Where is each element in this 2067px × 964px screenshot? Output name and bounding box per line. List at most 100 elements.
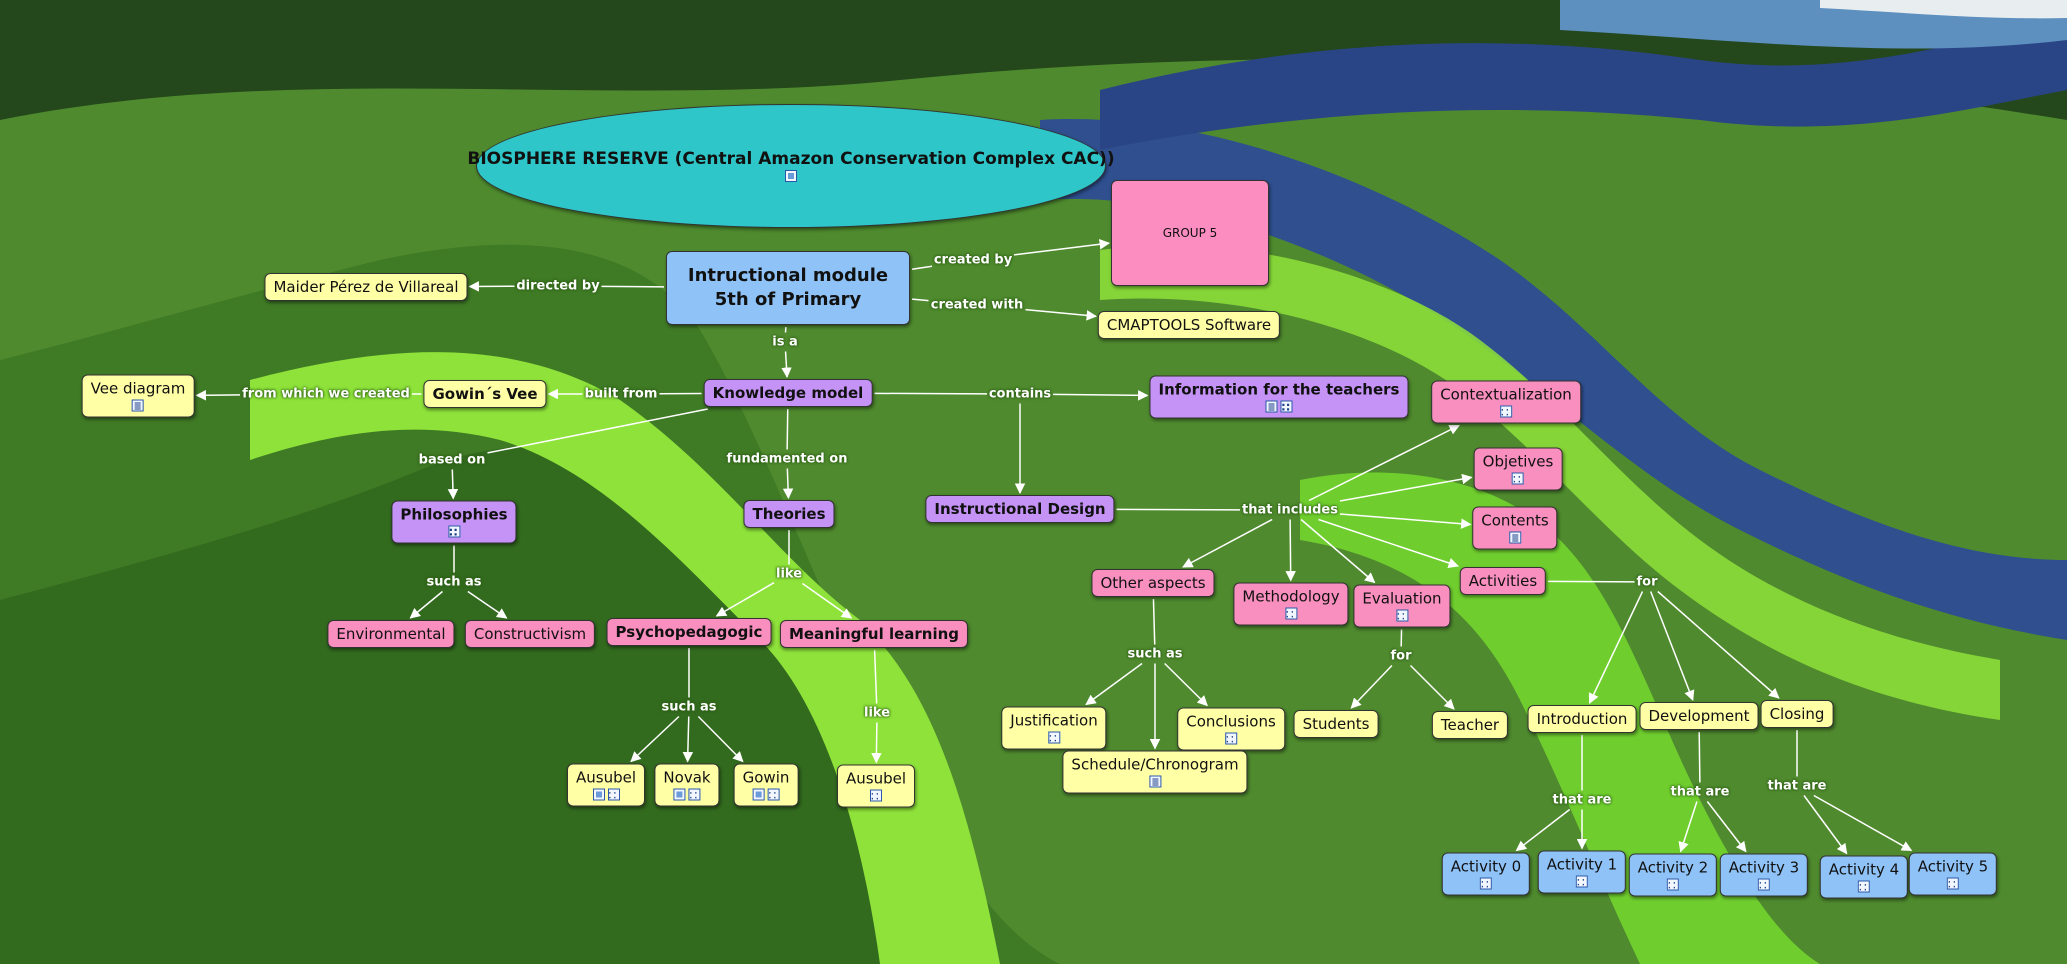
concept-closing[interactable]: Closing xyxy=(1760,700,1834,728)
concept-environmental[interactable]: Environmental xyxy=(327,620,455,648)
concept-act0[interactable]: Activity 0 xyxy=(1441,852,1531,896)
document-resource-icon[interactable] xyxy=(1265,400,1278,413)
concept-otheraspects[interactable]: Other aspects xyxy=(1091,569,1215,597)
linking-phrase-thatare1[interactable]: that are xyxy=(1552,792,1612,808)
cmap-link-icon[interactable] xyxy=(869,787,882,807)
linking-phrase-like2[interactable]: like xyxy=(863,705,891,721)
concept-group5[interactable]: GROUP 5 xyxy=(1111,180,1269,286)
concept-act1[interactable]: Activity 1 xyxy=(1537,850,1627,894)
document-resource-icon[interactable] xyxy=(131,399,144,412)
concept-label: CMAPTOOLS Software xyxy=(1106,316,1272,334)
concept-methodology[interactable]: Methodology xyxy=(1233,582,1349,626)
concept-knowledge[interactable]: Knowledge model xyxy=(703,379,873,407)
concept-evaluation[interactable]: Evaluation xyxy=(1353,584,1451,628)
linking-phrase-createdwith[interactable]: created with xyxy=(930,297,1024,313)
concept-act5[interactable]: Activity 5 xyxy=(1908,852,1998,896)
concept-development[interactable]: Development xyxy=(1639,702,1759,730)
cmap-link-icon[interactable] xyxy=(1479,875,1492,895)
concept-label: Information for the teachers xyxy=(1158,380,1400,399)
concept-conclusions[interactable]: Conclusions xyxy=(1177,707,1285,751)
concept-theories[interactable]: Theories xyxy=(743,500,835,528)
concept-teacher[interactable]: Teacher xyxy=(1431,711,1509,739)
concept-justification[interactable]: Justification xyxy=(1001,706,1107,750)
concept-students[interactable]: Students xyxy=(1293,710,1379,738)
concept-biosphere[interactable]: BIOSPHERE RESERVE (Central Amazon Conser… xyxy=(467,104,1115,228)
resource-icons xyxy=(1729,876,1799,896)
concept-act3[interactable]: Activity 3 xyxy=(1719,853,1809,897)
linking-phrase-thatare2[interactable]: that are xyxy=(1670,784,1730,800)
cmap-link-icon[interactable] xyxy=(1511,470,1524,490)
resource-icons xyxy=(1242,605,1339,625)
cmap-link-icon[interactable] xyxy=(1285,605,1297,625)
concept-ausubel1[interactable]: Ausubel xyxy=(566,763,646,807)
cmap-link-icon[interactable] xyxy=(688,786,701,806)
linking-phrase-builtfrom[interactable]: built from xyxy=(584,386,658,402)
concept-gowinvee[interactable]: Gowin´s Vee xyxy=(423,380,547,408)
linking-phrase-directedby[interactable]: directed by xyxy=(516,278,600,294)
concept-gowin[interactable]: Gowin xyxy=(733,763,799,807)
document-resource-icon[interactable] xyxy=(1508,531,1521,544)
linking-phrase-suchas2[interactable]: such as xyxy=(661,699,717,715)
cmap-link-icon[interactable] xyxy=(1396,607,1408,627)
concept-constructivism[interactable]: Constructivism xyxy=(464,620,596,648)
linking-phrase-thatare3[interactable]: that are xyxy=(1767,778,1827,794)
linking-phrase-thatincludes[interactable]: that includes xyxy=(1242,502,1338,518)
cmap-link-icon[interactable] xyxy=(1047,729,1060,749)
cmap-link-icon[interactable] xyxy=(1857,878,1870,898)
concept-contextualization[interactable]: Contextualization xyxy=(1431,380,1581,424)
concept-philosophies[interactable]: Philosophies xyxy=(391,500,517,544)
concept-psycho[interactable]: Psychopedagogic xyxy=(606,618,772,646)
cmap-link-icon[interactable] xyxy=(1499,403,1512,423)
concept-act4[interactable]: Activity 4 xyxy=(1819,855,1909,899)
document-resource-icon[interactable] xyxy=(1149,775,1161,788)
concept-act2[interactable]: Activity 2 xyxy=(1628,853,1718,897)
concept-objetives[interactable]: Objetives xyxy=(1473,447,1563,491)
cmap-link-icon[interactable] xyxy=(1757,876,1770,896)
concept-label: Contents xyxy=(1481,511,1549,530)
concept-label: Contextualization xyxy=(1440,385,1572,404)
image-resource-icon[interactable] xyxy=(592,788,605,801)
image-resource-icon[interactable] xyxy=(673,788,686,801)
concept-maider[interactable]: Maider Pérez de Villareal xyxy=(264,273,468,301)
resource-icons xyxy=(743,786,790,806)
linking-phrase-basedon[interactable]: based on xyxy=(418,452,486,468)
concept-label: Conclusions xyxy=(1186,712,1276,731)
image-resource-icon[interactable] xyxy=(785,169,797,182)
linking-phrase-for2[interactable]: for xyxy=(1636,574,1658,590)
cmap-link-icon[interactable] xyxy=(1225,730,1237,750)
linking-phrase-for1[interactable]: for xyxy=(1390,648,1412,664)
cmap-link-icon[interactable] xyxy=(767,786,780,806)
concept-cmaptools[interactable]: CMAPTOOLS Software xyxy=(1097,311,1281,339)
concept-introduction[interactable]: Introduction xyxy=(1527,705,1637,733)
linking-phrase-like1[interactable]: like xyxy=(775,566,803,582)
concept-meaningful[interactable]: Meaningful learning xyxy=(779,620,969,648)
concept-ausubel2[interactable]: Ausubel xyxy=(836,764,916,808)
linking-phrase-fundamented[interactable]: fundamented on xyxy=(726,451,848,467)
resource-icons xyxy=(1481,531,1548,546)
concept-contents[interactable]: Contents xyxy=(1472,506,1558,550)
concept-label: Activity 2 xyxy=(1637,858,1709,877)
linking-phrase-isa[interactable]: is a xyxy=(772,334,798,350)
resource-icons xyxy=(1918,875,1988,895)
concept-label: Instructional Design xyxy=(934,500,1106,518)
linking-phrase-contains[interactable]: contains xyxy=(988,386,1052,402)
cmap-link-icon[interactable] xyxy=(448,523,460,543)
image-resource-icon[interactable] xyxy=(752,788,765,801)
cmap-link-icon[interactable] xyxy=(1666,876,1679,896)
linking-phrase-fromwhich[interactable]: from which we created xyxy=(242,386,410,402)
cmap-link-icon[interactable] xyxy=(1280,398,1293,418)
concept-infoteachers[interactable]: Information for the teachers xyxy=(1149,375,1409,419)
cmap-link-icon[interactable] xyxy=(607,786,620,806)
cmap-link-icon[interactable] xyxy=(1575,873,1588,893)
cmap-link-icon[interactable] xyxy=(1946,875,1959,895)
concept-instrdesign[interactable]: Instructional Design xyxy=(925,495,1115,523)
concept-novak[interactable]: Novak xyxy=(654,763,720,807)
resource-icons xyxy=(663,786,710,806)
concept-activities[interactable]: Activities xyxy=(1459,567,1547,595)
concept-veediagram[interactable]: Vee diagram xyxy=(81,374,195,418)
concept-schedule[interactable]: Schedule/Chronogram xyxy=(1062,750,1248,794)
linking-phrase-createdby[interactable]: created by xyxy=(933,252,1013,268)
linking-phrase-suchas1[interactable]: such as xyxy=(426,574,482,590)
linking-phrase-suchas3[interactable]: such as xyxy=(1127,646,1183,662)
